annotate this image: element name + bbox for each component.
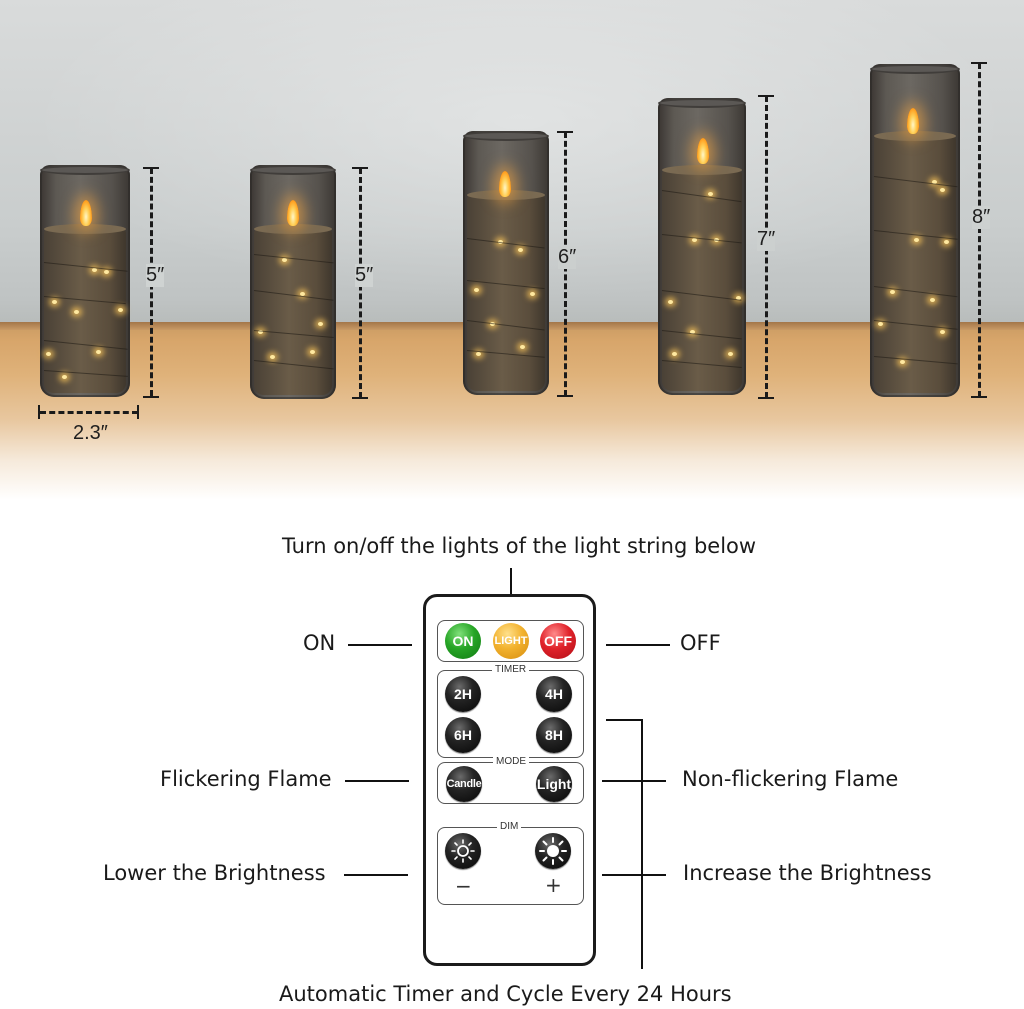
fairy-light-dot — [270, 355, 275, 359]
fairy-light-dot — [300, 292, 305, 296]
fairy-light-dot — [520, 345, 525, 349]
fairy-light-dot — [474, 288, 479, 292]
leader-line — [345, 780, 409, 782]
timer-annotation: Automatic Timer and Cycle Every 24 Hours — [279, 982, 732, 1006]
dim-down-button[interactable] — [445, 833, 481, 869]
fairy-light-dot — [672, 352, 677, 356]
fairy-light-dot — [318, 322, 323, 326]
fairy-light-dot — [530, 292, 535, 296]
fairy-light-dot — [74, 310, 79, 314]
on-annotation: ON — [303, 631, 336, 655]
flame-icon — [499, 171, 511, 197]
fairy-light-dot — [104, 270, 109, 274]
non-flicker-annotation: Non-flickering Flame — [682, 767, 899, 791]
mode-panel: MODE Candle Light — [437, 756, 584, 804]
leader-line — [344, 874, 408, 876]
fairy-light-dot — [310, 350, 315, 354]
candle-mode-button[interactable]: Candle — [446, 766, 482, 802]
off-button[interactable]: OFF — [540, 623, 576, 659]
timer-bracket-vertical — [641, 719, 643, 969]
off-annotation: OFF — [680, 631, 721, 655]
fairy-light-dot — [728, 352, 733, 356]
leader-line — [602, 874, 666, 876]
fairy-light-dot — [878, 322, 883, 326]
sun-small-icon — [451, 839, 475, 863]
minus-sign: − — [455, 874, 472, 898]
height-label-2: 5″ — [355, 264, 374, 287]
width-label: 2.3″ — [73, 422, 108, 444]
fairy-light-dot — [282, 258, 287, 262]
fairy-light-dot — [52, 300, 57, 304]
light-string-annotation: Turn on/off the lights of the light stri… — [282, 534, 757, 558]
flame-icon — [287, 200, 299, 226]
leader-line — [602, 780, 666, 782]
flame-icon — [80, 200, 92, 226]
mode-title: MODE — [493, 756, 529, 767]
dim-up-button[interactable] — [535, 833, 571, 869]
timer-bracket — [606, 719, 642, 721]
fairy-light-dot — [736, 296, 741, 300]
fairy-light-dot — [118, 308, 123, 312]
power-panel: ON LIGHT OFF — [437, 620, 584, 662]
fairy-light-dot — [690, 330, 695, 334]
width-line — [40, 411, 138, 414]
product-photo: 5″ 5″ 6″ 7″ 8″ 2.3″ — [0, 0, 1024, 500]
fairy-light-dot — [914, 238, 919, 242]
dim-panel: DIM − — [437, 821, 584, 905]
fairy-light-dot — [900, 360, 905, 364]
fairy-light-dot — [62, 375, 67, 379]
leader-line — [510, 568, 512, 614]
flame-icon — [697, 138, 709, 164]
fairy-light-dot — [940, 330, 945, 334]
fairy-light-dot — [932, 180, 937, 184]
on-button[interactable]: ON — [445, 623, 481, 659]
fairy-light-dot — [692, 238, 697, 242]
fairy-light-dot — [476, 352, 481, 356]
candle-2 — [250, 165, 336, 399]
light-mode-button[interactable]: Light — [536, 766, 572, 802]
sun-bright-icon — [539, 837, 567, 865]
height-label-4: 7″ — [757, 228, 776, 251]
plus-sign: + — [545, 873, 562, 897]
fairy-light-dot — [940, 188, 945, 192]
height-label-5: 8″ — [972, 206, 991, 229]
height-line-5 — [978, 63, 981, 397]
fairy-light-dot — [518, 248, 523, 252]
light-button[interactable]: LIGHT — [493, 623, 529, 659]
timer-4h-button[interactable]: 4H — [536, 676, 572, 712]
fairy-light-dot — [92, 268, 97, 272]
candle-1 — [40, 165, 130, 397]
timer-panel: TIMER 2H 4H 6H 8H — [437, 664, 584, 758]
remote-control: ON LIGHT OFF TIMER 2H 4H 6H 8H MODE Cand… — [423, 594, 596, 966]
timer-8h-button[interactable]: 8H — [536, 717, 572, 753]
fairy-light-dot — [46, 352, 51, 356]
flicker-annotation: Flickering Flame — [160, 767, 332, 791]
flame-icon — [907, 108, 919, 134]
dim-title: DIM — [497, 821, 522, 832]
fairy-light-dot — [668, 300, 673, 304]
fairy-light-dot — [890, 290, 895, 294]
fairy-light-dot — [930, 298, 935, 302]
timer-title: TIMER — [492, 664, 530, 675]
leader-line — [348, 644, 412, 646]
lower-annotation: Lower the Brightness — [103, 861, 326, 885]
height-label-3: 6″ — [558, 246, 577, 269]
timer-6h-button[interactable]: 6H — [445, 717, 481, 753]
leader-line — [606, 644, 670, 646]
fairy-light-dot — [708, 192, 713, 196]
fairy-light-dot — [96, 350, 101, 354]
height-label-1: 5″ — [146, 264, 165, 287]
fairy-light-dot — [258, 330, 263, 334]
fairy-light-dot — [944, 240, 949, 244]
timer-2h-button[interactable]: 2H — [445, 676, 481, 712]
increase-annotation: Increase the Brightness — [683, 861, 932, 885]
